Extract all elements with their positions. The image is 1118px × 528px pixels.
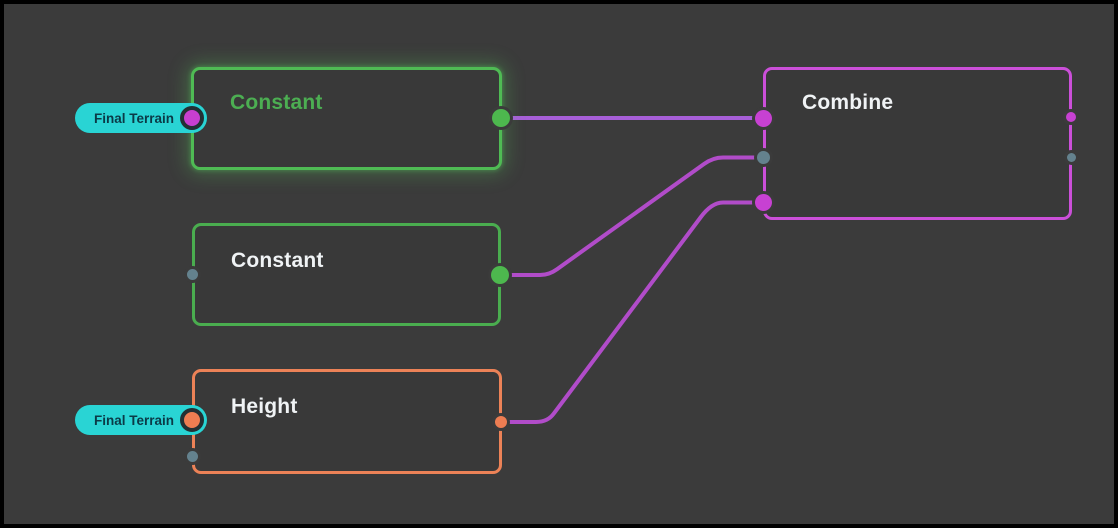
port-combine-input-3[interactable] — [755, 194, 772, 211]
port-constant2-output[interactable] — [491, 266, 509, 284]
port-height-input[interactable] — [187, 451, 198, 462]
node-title: Combine — [802, 91, 894, 114]
node-height[interactable]: Height — [192, 369, 502, 474]
wire-height-to-combine-input3[interactable] — [499, 200, 764, 424]
port-combine-output-1[interactable] — [1066, 112, 1076, 122]
port-constant1-output[interactable] — [492, 109, 510, 127]
port-height-output[interactable] — [495, 416, 507, 428]
node-combine[interactable]: Combine — [763, 67, 1072, 220]
final-terrain-label: Final Terrain — [94, 110, 175, 126]
node-title: Height — [231, 395, 298, 418]
terrain-marker-dot-icon — [180, 408, 204, 432]
node-constant-1[interactable]: Constant — [191, 67, 502, 170]
terrain-marker-dot-icon — [180, 106, 204, 130]
node-constant-2[interactable]: Constant — [192, 223, 501, 326]
wire-constant2-to-combine-input2[interactable] — [498, 155, 764, 277]
node-title: Constant — [230, 91, 323, 114]
port-combine-input-1[interactable] — [755, 110, 772, 127]
final-terrain-badge-constant1[interactable]: Final Terrain — [75, 103, 207, 133]
port-combine-input-2[interactable] — [757, 151, 770, 164]
node-title: Constant — [231, 249, 324, 272]
port-constant2-input[interactable] — [187, 269, 198, 280]
port-combine-output-2[interactable] — [1067, 153, 1076, 162]
final-terrain-badge-height[interactable]: Final Terrain — [75, 405, 207, 435]
final-terrain-label: Final Terrain — [94, 412, 175, 428]
